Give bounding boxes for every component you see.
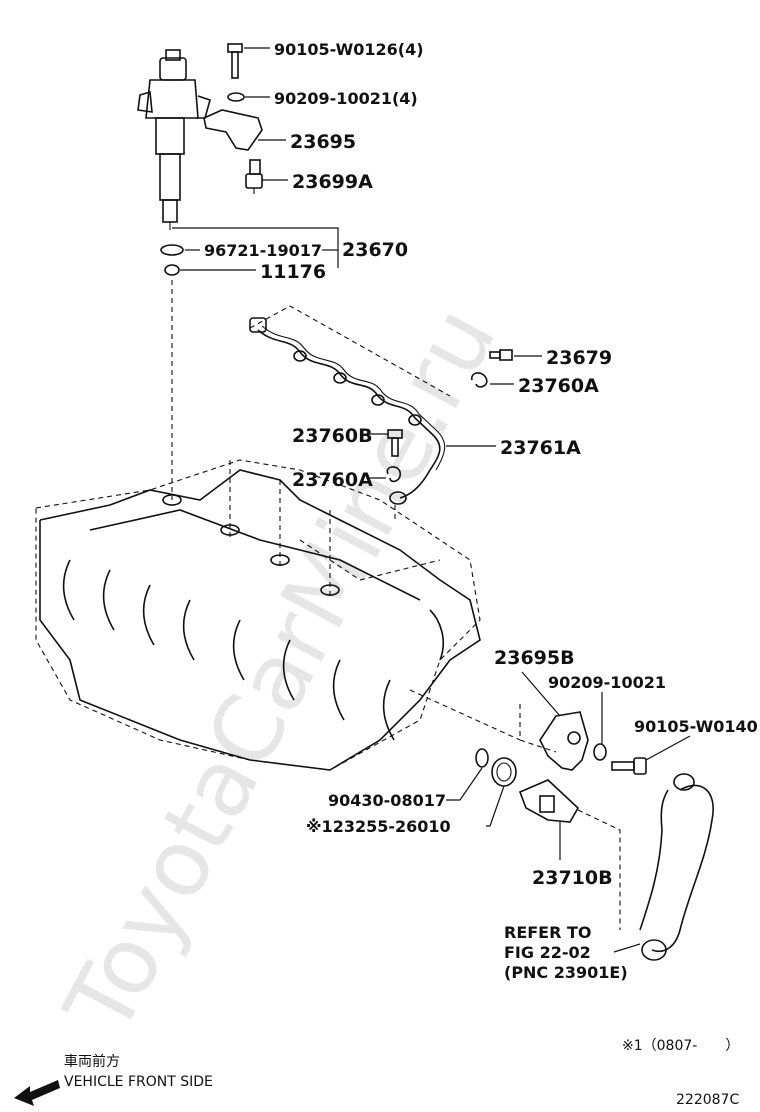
part-label-washer-pump: 90209-10021 — [548, 673, 666, 692]
part-label-pump: 23710B — [532, 867, 613, 889]
valve-icon — [245, 159, 263, 194]
fuel-pipe — [257, 329, 441, 499]
clip-icon — [471, 372, 488, 388]
part-label-clamp: 23695 — [290, 131, 356, 153]
part-label-clip-lower: 23760A — [292, 469, 373, 491]
refer-line-3: (PNC 23901E) — [504, 963, 628, 982]
part-label-injector-assy: 23670 — [342, 239, 408, 261]
figure-code: 222087C — [676, 1092, 739, 1108]
part-label-bolt-injector: 90105-W0126(4) — [274, 40, 424, 59]
pump-bracket-icon — [539, 711, 589, 771]
part-label-valve: 23699A — [292, 171, 373, 193]
clamp-icon — [203, 109, 263, 151]
refer-line-2: FIG 22-02 — [504, 943, 591, 962]
direction-en: VEHICLE FRONT SIDE — [64, 1074, 213, 1090]
pump-bolt-icon — [611, 757, 647, 775]
watermark: ToyotaCarMine.ru — [44, 290, 516, 1051]
part-label-pipe: 23761A — [500, 437, 581, 459]
refer-line-1: REFER TO — [504, 923, 592, 942]
gasket-icon — [160, 244, 184, 256]
part-label-bolt-pump: 90105-W0140 — [634, 717, 758, 736]
pump-washer-icon — [593, 743, 607, 761]
part-label-oring: 90430-08017 — [328, 791, 446, 810]
part-label-pipe-bolt: 23679 — [546, 347, 612, 369]
part-label-seal-ring: ※123255-26010 — [306, 817, 451, 836]
direction-jp: 車両前方 — [64, 1053, 120, 1070]
seal-ring-icon — [491, 757, 517, 787]
part-label-gasket: 96721-19017 — [204, 241, 322, 260]
part-label-bolt-lower: 23760B — [292, 425, 373, 447]
applicability-note: ※1（0807- ） — [622, 1038, 739, 1054]
bolt-icon — [227, 43, 243, 79]
cylinder-head — [35, 459, 521, 771]
pipe-bolt-icon — [489, 349, 513, 361]
lower-clip-icon — [386, 466, 401, 483]
fuel-hose-icon — [651, 784, 714, 952]
oring-icon — [475, 748, 489, 768]
seal-icon — [164, 264, 180, 276]
part-label-seal: 11176 — [260, 261, 326, 283]
injector-drawing — [137, 49, 211, 230]
washer-icon — [227, 92, 245, 102]
part-label-bracket: 23695B — [494, 647, 575, 669]
pump-icon — [518, 779, 580, 823]
front-arrow-icon — [14, 1080, 60, 1106]
part-label-washer-injector: 90209-10021(4) — [274, 89, 418, 108]
part-label-clip-upper: 23760A — [518, 375, 599, 397]
